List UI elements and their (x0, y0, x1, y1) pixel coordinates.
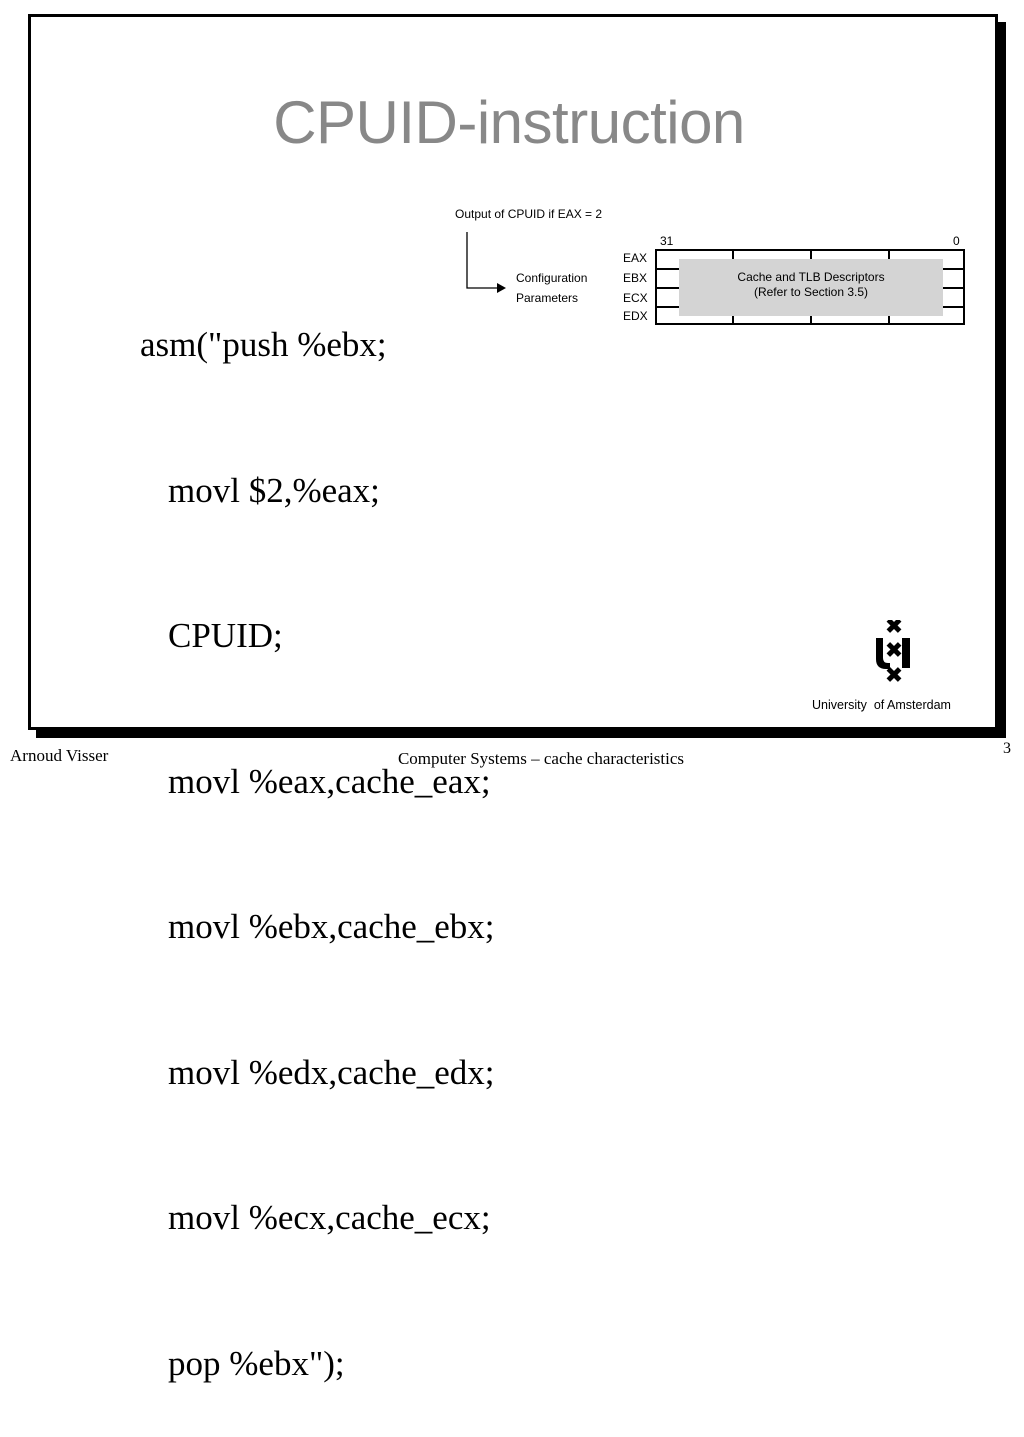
slide-title: CPUID-instruction (273, 89, 745, 156)
university-name: University of Amsterdam (812, 698, 951, 712)
bit-low-label: 0 (953, 234, 960, 248)
footer-author: Arnoud Visser (10, 746, 109, 765)
side-label-line1: Configuration (516, 271, 588, 285)
code-line: movl %ecx,cache_ecx; (168, 1198, 491, 1237)
bit-high-label: 31 (660, 234, 674, 248)
side-label-line2: Parameters (516, 291, 579, 305)
register-label-eax: EAX (623, 251, 648, 265)
code-line: movl $2,%eax; (168, 470, 380, 510)
footer-title: Computer Systems – cache characteristics (397, 749, 685, 768)
code-block: asm("push %ebx; movl $2,%eax; CPUID; mov… (140, 224, 495, 1437)
page-number: 3 (1003, 740, 1011, 757)
diagram-caption: Output of CPUID if EAX = 2 (455, 207, 603, 221)
descriptor-text: Cache and TLB Descriptors (Refer to Sect… (679, 270, 943, 300)
code-line: movl %edx,cache_edx; (168, 1052, 495, 1092)
descriptor-line2: (Refer to Section 3.5) (753, 285, 869, 299)
code-line: CPUID; (168, 616, 283, 655)
descriptor-area (679, 259, 943, 316)
code-line: asm("push %ebx; (140, 325, 387, 364)
slide-frame (28, 14, 998, 730)
descriptor-line1: Cache and TLB Descriptors (737, 270, 885, 284)
register-label-ecx: ECX (623, 291, 648, 305)
register-label-edx: EDX (623, 309, 648, 323)
code-line: movl %ebx,cache_ebx; (168, 907, 495, 946)
code-line: pop %ebx"); (168, 1343, 345, 1383)
register-label-ebx: EBX (623, 271, 648, 285)
university-of-amsterdam-logo-icon (876, 620, 910, 682)
